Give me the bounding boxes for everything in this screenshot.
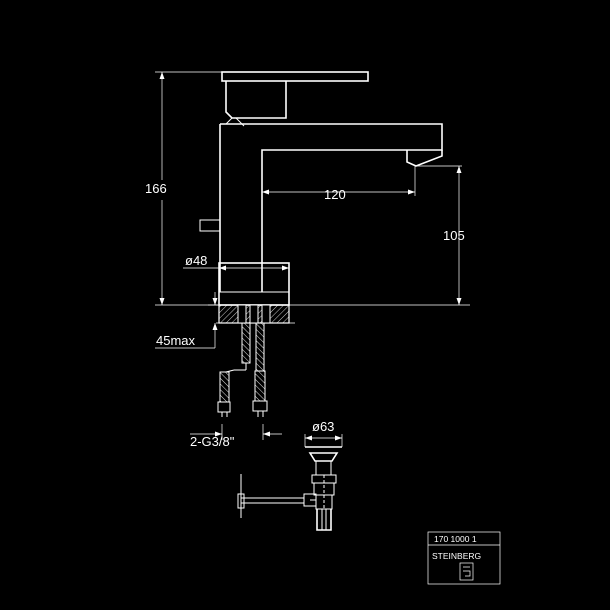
supply-hoses: [217, 322, 268, 417]
dim-base-diameter: ø48: [185, 253, 207, 268]
dim-connection: 2-G3/8": [190, 434, 235, 449]
aerator: [406, 150, 443, 167]
brand-name: STEINBERG: [432, 551, 481, 561]
nut-left: [217, 401, 231, 413]
dim-waste-diameter: ø63: [312, 419, 334, 434]
spout: [220, 123, 443, 292]
dim-reach: 120: [324, 187, 346, 202]
hose-left: [241, 322, 251, 364]
base-ring: [218, 262, 290, 306]
dim-spout-height: 105: [443, 228, 465, 243]
waste-tail: [316, 509, 332, 531]
nut-right: [252, 400, 268, 412]
title-block: 170 1000 1 STEINBERG: [427, 531, 501, 585]
article-number: 170 1000 1: [434, 534, 477, 544]
cartridge-block: [225, 81, 287, 119]
hose-right: [255, 322, 265, 372]
waste-cap: [308, 452, 339, 462]
lever-handle: [221, 71, 369, 82]
title-block-frame: [427, 531, 501, 585]
brand-logo-icon: [459, 562, 474, 581]
waste-fitting: [237, 446, 342, 531]
popup-rod: [199, 219, 221, 232]
dimension-lines: [155, 71, 462, 447]
dim-deck-thickness: 45max: [156, 333, 196, 348]
dim-height-total: 166: [145, 181, 167, 196]
deck-mount: [216, 304, 295, 324]
